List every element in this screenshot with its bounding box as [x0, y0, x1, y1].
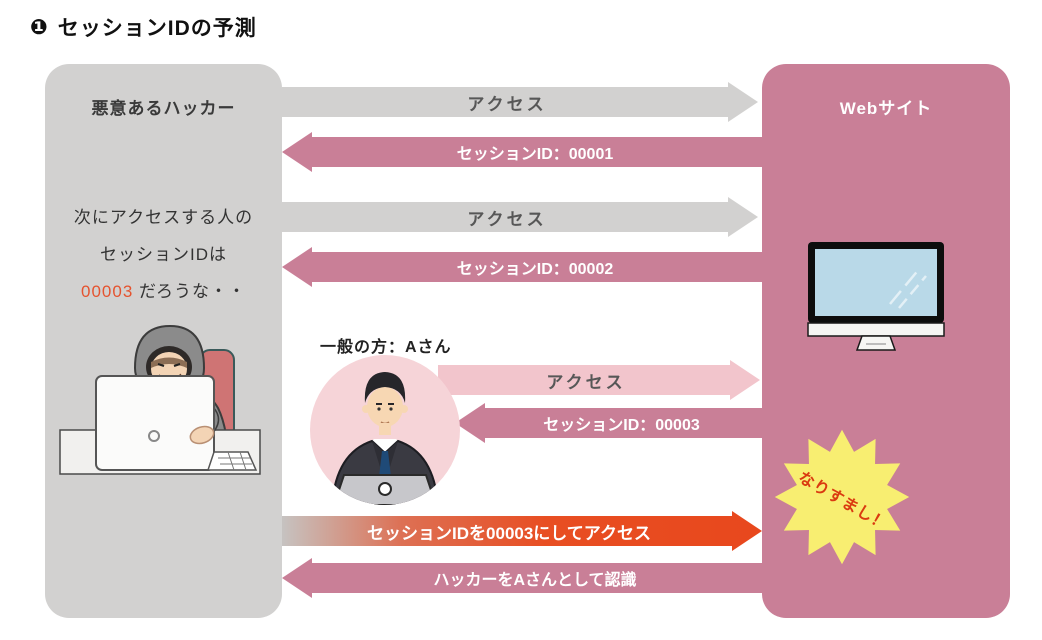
arrow-recognized-as-a: ハッカーをAさんとして認識	[282, 558, 762, 598]
predicted-session-id: 00003	[81, 282, 134, 301]
visitor-label: 一般の方：Aさん	[320, 339, 452, 356]
visitor-shirt	[370, 439, 400, 461]
starburst-shape	[774, 429, 910, 565]
arrow-session-id-00002: セッションID：00002	[282, 247, 762, 287]
hacker-thought-text: 次にアクセスする人の セッションIDは 00003 だろうな・・	[45, 199, 282, 310]
monitor-illustration	[807, 242, 945, 351]
hand	[189, 425, 215, 445]
thought-line-1: 次にアクセスする人の	[73, 208, 254, 227]
monitor-screen	[815, 249, 937, 316]
visitor-laptop-logo	[378, 482, 392, 496]
monitor-bezel	[807, 322, 945, 337]
thought-line-3: 00003 だろうな・・	[81, 282, 246, 301]
arrow-access-3: アクセス	[438, 360, 760, 400]
laptop-logo	[148, 430, 160, 442]
hacker-box-label: 悪意あるハッカー	[91, 99, 236, 118]
visitor-face	[367, 387, 403, 427]
visitor-neck	[379, 423, 391, 435]
arrow-spoofed-access: セッションIDを00003にしてアクセス	[282, 511, 762, 551]
thought-line-2: セッションIDは	[100, 245, 227, 264]
visitor-avatar	[310, 355, 460, 505]
arrow-access-2: アクセス	[282, 197, 758, 237]
monitor-stand	[855, 335, 897, 351]
page-title-text: セッションIDの予測	[57, 17, 257, 40]
visitor-illustration	[330, 372, 440, 505]
visitor-hair	[364, 372, 406, 403]
impersonation-starburst: なりすまし！	[774, 429, 910, 565]
laptop-lid	[95, 375, 215, 471]
arrow-access-1: アクセス	[282, 82, 758, 122]
arrow-session-id-00003: セッションID：00003	[455, 403, 762, 443]
laptop-keyboard	[206, 451, 258, 471]
page-title: ❶ セッションIDの予測	[30, 12, 257, 42]
face-shadow	[151, 357, 187, 368]
website-box-label: Webサイト	[839, 99, 933, 118]
arrow-session-id-00001: セッションID：00001	[282, 132, 762, 172]
hacker-illustration	[59, 324, 261, 475]
number-badge-icon: ❶	[30, 15, 49, 39]
